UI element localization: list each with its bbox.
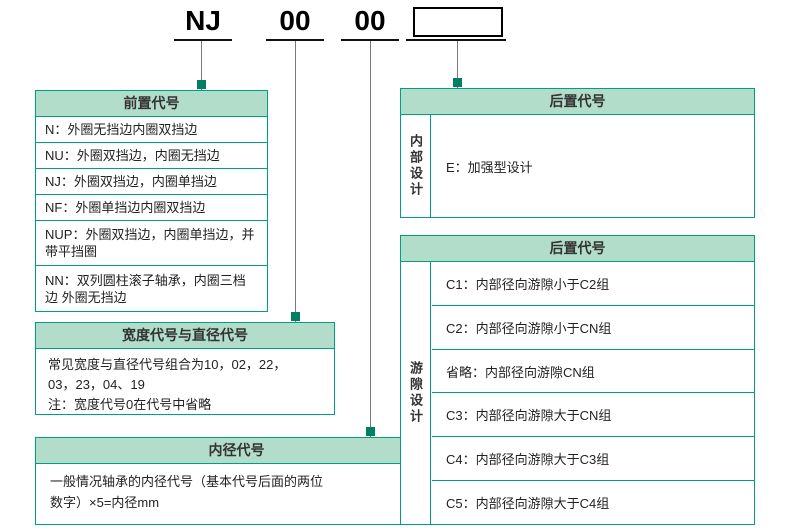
connector-line — [295, 41, 296, 322]
connector-line — [370, 41, 371, 437]
design-row: E：加强型设计 — [446, 159, 533, 175]
width-panel-line: 注：宽度代号0在代号中省略 — [48, 397, 212, 412]
bore-panel-line: 数字）×5=内径mm — [50, 495, 160, 510]
code-underline — [266, 39, 324, 41]
prefix-row: NUP：外圈双挡边，内圈单挡边，并带平挡圈 — [36, 221, 267, 266]
clearance-panel-body: C1：内部径向游隙小于C2组 C2：内部径向游隙小于CN组 省略：内部径向游隙C… — [432, 262, 754, 524]
prefix-code: NJ — [185, 5, 221, 36]
clearance-row: C4：内部径向游隙大于C3组 — [432, 437, 754, 482]
connector-dot — [291, 312, 300, 321]
connector-dot — [366, 427, 375, 436]
width-panel-line: 常见宽度与直径代号组合为10，02，22， — [48, 357, 287, 372]
width-panel-body: 常见宽度与直径代号组合为10，02，22， 03，23，04、19 注：宽度代号… — [36, 349, 334, 421]
prefix-row: NN：双列圆柱滚子轴承，内圈三档边 外圈无挡边 — [45, 272, 246, 305]
design-panel-title: 后置代号 — [401, 89, 754, 115]
code-underline — [341, 39, 399, 41]
bore-panel-body: 一般情况轴承的内径代号（基本代号后面的两位 数字）×5=内径mm — [36, 464, 437, 520]
bore-panel-line: 一般情况轴承的内径代号（基本代号后面的两位 — [50, 474, 324, 489]
prefix-row: NF：外圈单挡边内圈双挡边 — [36, 195, 267, 221]
prefix-panel-title: 前置代号 — [36, 91, 267, 117]
design-panel-body: E：加强型设计 — [432, 115, 754, 217]
clearance-row: C5：内部径向游隙大于C4组 — [446, 496, 610, 512]
prefix-row: NU：外圈双挡边，内圈无挡边 — [36, 143, 267, 169]
clearance-row: C2：内部径向游隙小于CN组 — [432, 306, 754, 350]
bore-panel: 内径代号 一般情况轴承的内径代号（基本代号后面的两位 数字）×5=内径mm — [35, 437, 438, 525]
width-code: 00 — [279, 5, 311, 36]
clearance-row: C3：内部径向游隙大于CN组 — [432, 393, 754, 438]
bore-code: 00 — [354, 5, 386, 36]
width-panel: 宽度代号与直径代号 常见宽度与直径代号组合为10，02，22， 03，23，04… — [35, 322, 335, 415]
clearance-row: 省略：内部径向游隙CN组 — [432, 350, 754, 394]
width-panel-line: 03，23，04、19 — [48, 377, 145, 392]
bore-panel-title: 内径代号 — [36, 438, 437, 464]
prefix-row: NJ：外圈双挡边，内圈单挡边 — [36, 169, 267, 195]
connector-dot — [453, 78, 462, 87]
code-underline — [406, 39, 506, 41]
suffix-code-box — [413, 7, 503, 37]
clearance-panel-title: 后置代号 — [401, 236, 754, 262]
clearance-row: C1：内部径向游隙小于C2组 — [432, 262, 754, 306]
design-side-label: 内部设计 — [401, 115, 431, 217]
prefix-panel: 前置代号 N：外圈无挡边内圈双挡边 NU：外圈双挡边，内圈无挡边 NJ：外圈双挡… — [35, 90, 268, 312]
design-panel: 后置代号 内部设计 E：加强型设计 — [400, 88, 755, 218]
connector-dot — [197, 80, 206, 89]
code-underline — [174, 39, 232, 41]
clearance-panel: 后置代号 游隙设计 C1：内部径向游隙小于C2组 C2：内部径向游隙小于CN组 … — [400, 235, 755, 525]
width-panel-title: 宽度代号与直径代号 — [36, 323, 334, 349]
connector-line — [457, 41, 458, 88]
clearance-side-label: 游隙设计 — [401, 262, 431, 524]
connector-line — [201, 41, 202, 90]
prefix-row: N：外圈无挡边内圈双挡边 — [36, 117, 267, 143]
